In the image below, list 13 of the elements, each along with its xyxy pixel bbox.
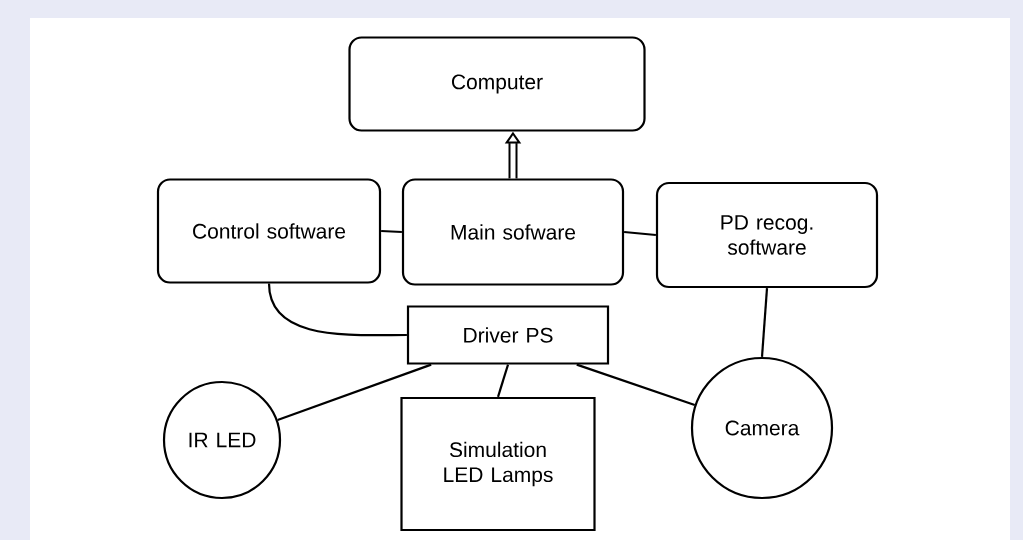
connector-line — [496, 364, 510, 398]
connector-line — [624, 230, 656, 237]
connector-line — [576, 363, 696, 406]
process-box: Main sofware — [401, 178, 625, 286]
driver-box: Driver PS — [406, 305, 610, 365]
connector-line — [381, 229, 402, 234]
process-box: Control software — [156, 178, 382, 284]
connector-line — [277, 363, 432, 421]
connector-line — [267, 283, 407, 337]
lamp-box: Simulation LED Lamps — [400, 396, 596, 532]
computer-box: Computer — [348, 36, 646, 132]
connector-line — [760, 288, 769, 357]
process-box: PD recog. software — [655, 181, 879, 289]
